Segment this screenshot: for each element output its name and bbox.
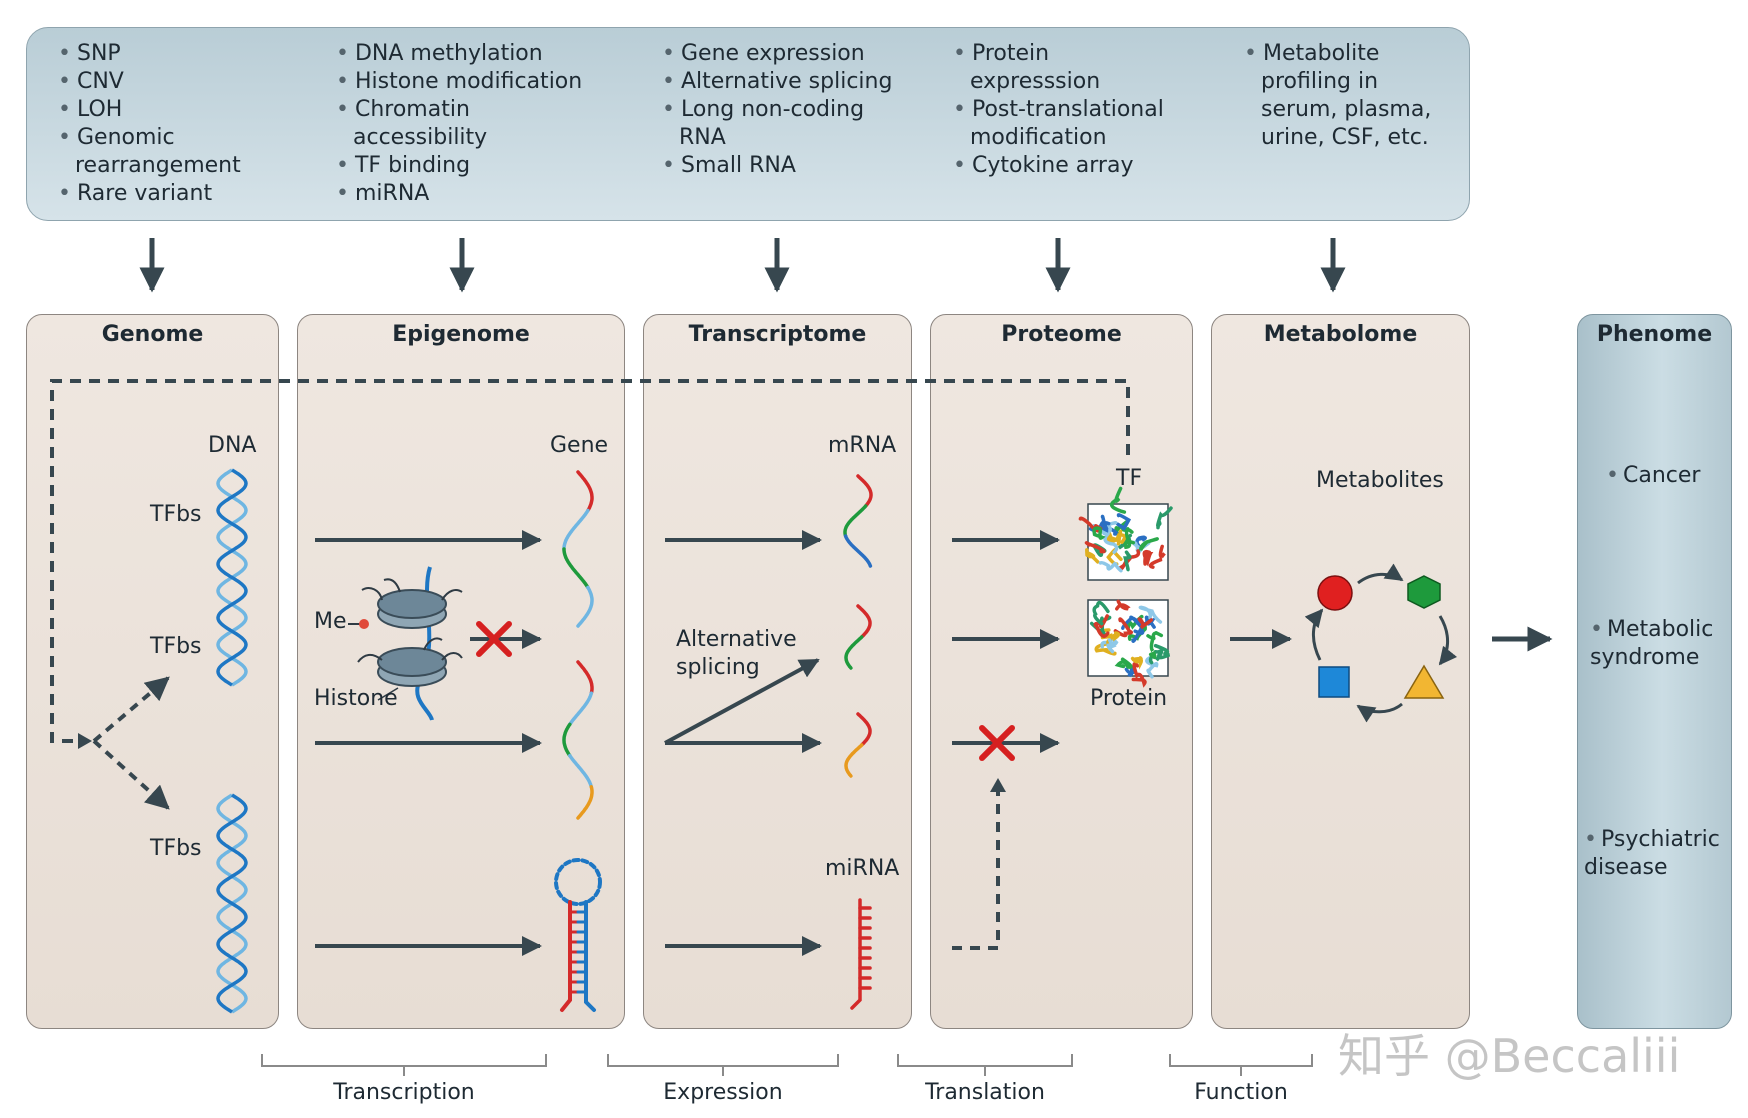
- metabolites-label: Metabolites: [1316, 468, 1444, 493]
- data-type-item: •Cytokine array: [953, 153, 1134, 178]
- protein-image: [1087, 599, 1171, 688]
- tf-feedback-dashed-line: [50, 379, 1130, 743]
- dna-label: DNA: [208, 433, 257, 458]
- dashed-arrow-to-lower-tfbs: [92, 739, 170, 810]
- data-type-item: •Small RNA: [662, 153, 796, 178]
- phenome-panel: [1577, 314, 1732, 1029]
- mature-mirna-icon: [850, 898, 872, 1010]
- function-label: Function: [1194, 1080, 1288, 1105]
- data-type-item: •DNA methylation: [336, 41, 543, 66]
- data-types-column-2: •DNA methylation •Histone modification •Ch…: [336, 40, 582, 208]
- data-types-box: [26, 27, 1470, 221]
- genome-panel: [26, 314, 279, 1029]
- translation-label: Translation: [925, 1080, 1045, 1105]
- histone-label: Histone: [314, 686, 398, 711]
- data-type-item: •Histone modification: [336, 69, 583, 94]
- epigenome-title: Epigenome: [392, 322, 530, 347]
- tf-protein-image: [1078, 486, 1173, 581]
- watermark: 知乎 @Beccaliii: [1338, 1029, 1681, 1083]
- data-type-item: •SNP: [58, 41, 121, 66]
- tfbs-label-1: TFbs: [150, 502, 202, 527]
- red-cross-epigenome: [476, 621, 512, 657]
- data-type-item: •CNV: [58, 69, 124, 94]
- dna-helix-lower: [216, 793, 248, 1014]
- data-type-item: •Gene expression: [662, 41, 865, 66]
- bottom-brackets: [261, 1054, 1313, 1076]
- protein-label: Protein: [1090, 686, 1168, 711]
- down-arrows: [139, 238, 1346, 293]
- data-type-item: •Alternative splicing: [662, 69, 893, 94]
- mirna-inhibition-arrowhead: [990, 778, 1006, 792]
- proteome-title: Proteome: [1001, 322, 1122, 347]
- transcriptome-panel: [643, 314, 912, 1029]
- phenome-title: Phenome: [1596, 322, 1713, 347]
- mirna-inhibition-dashed: [952, 785, 1000, 950]
- phenome-item-psychiatric: •Psychiatric disease: [1584, 827, 1720, 880]
- dashed-arrow-to-upper-tfbs: [92, 676, 170, 743]
- data-types-column-3: •Gene expression •Alternative splicing •Lo…: [662, 40, 892, 180]
- nucleosome-icon: [348, 566, 463, 721]
- mrna-label: mRNA: [828, 433, 897, 458]
- mrna-strands: [843, 474, 873, 778]
- phenome-item-cancer: •Cancer: [1606, 463, 1701, 488]
- red-cross-proteome: [979, 725, 1015, 761]
- tf-label: TF: [1116, 466, 1143, 491]
- expression-label: Expression: [663, 1080, 783, 1105]
- transcription-label: Transcription: [333, 1080, 475, 1105]
- metabolome-title: Metabolome: [1263, 322, 1418, 347]
- data-type-item: •miRNA: [336, 181, 430, 206]
- metabolite-square: [1318, 666, 1350, 698]
- data-type-item: •Rare variant: [58, 181, 213, 206]
- tfbs-label-2: TFbs: [150, 634, 202, 659]
- data-type-item: •LOH: [58, 97, 123, 122]
- data-type-item: •TF binding: [336, 153, 471, 178]
- metabolite-hexagon: [1407, 575, 1441, 609]
- arrow-alt-splicing-1: [664, 658, 820, 745]
- metabolite-circle: [1317, 575, 1353, 611]
- tfbs-label-3: TFbs: [150, 836, 202, 861]
- genome-title: Genome: [101, 322, 204, 347]
- feedback-arrowhead: [78, 733, 92, 749]
- transcriptome-title: Transcriptome: [688, 322, 867, 347]
- me-label: Me: [314, 609, 347, 634]
- metabolite-triangle: [1403, 664, 1445, 699]
- alternative-splicing-label: Alternative splicing: [676, 627, 797, 680]
- process-arrows: [315, 530, 1553, 956]
- phenome-item-metabolic: •Metabolic syndrome: [1590, 617, 1714, 670]
- metabolite-cycle: [1304, 563, 1458, 723]
- gene-label: Gene: [550, 433, 609, 458]
- gene-strands: [562, 470, 594, 820]
- dna-helix-upper: [216, 468, 248, 687]
- mirna-hairpin-icon: [554, 858, 602, 1012]
- mirna-label: miRNA: [825, 856, 900, 881]
